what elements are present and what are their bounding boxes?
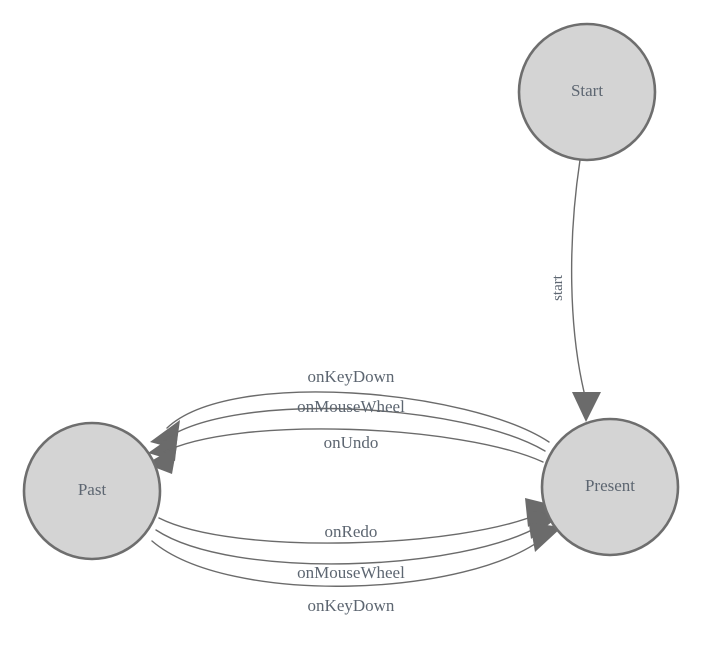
edge-path-past-to-present-onredo xyxy=(158,512,542,544)
arrowhead-start-to-present xyxy=(572,392,601,422)
node-past[interactable]: Past xyxy=(22,421,162,561)
edge-label-past-to-present-onkeydown: onKeyDown xyxy=(308,596,395,615)
edge-path-present-to-past-onundo xyxy=(161,428,544,463)
edge-label-present-to-past-onundo: onUndo xyxy=(324,433,379,452)
edge-path-present-to-past-onmousewheel xyxy=(163,407,546,452)
node-past-label: Past xyxy=(78,480,107,499)
edge-label-past-to-present-onmousewheel: onMouseWheel xyxy=(297,563,405,582)
edge-label-past-to-present-onredo: onRedo xyxy=(325,522,378,541)
edge-start-to-present[interactable] xyxy=(570,159,601,422)
arrowhead-past-to-present-onkeydown xyxy=(530,523,562,552)
edge-label-present-to-past-onmousewheel: onMouseWheel xyxy=(297,397,405,416)
node-start[interactable]: Start xyxy=(517,22,657,162)
node-present-circle xyxy=(540,417,680,557)
edge-past-to-present-onkeydown[interactable] xyxy=(151,523,562,587)
edge-label-group: start onKeyDown onMouseWheel onUndo onRe… xyxy=(297,274,566,615)
node-group: Start Past Present xyxy=(22,22,680,561)
edge-path-present-to-past-onkeydown xyxy=(166,391,550,443)
node-present[interactable]: Present xyxy=(540,417,680,557)
edge-present-to-past-onundo[interactable] xyxy=(146,428,544,474)
node-start-circle xyxy=(517,22,657,162)
edge-path-past-to-present-onkeydown xyxy=(151,535,547,587)
edge-path-start-to-present xyxy=(570,159,587,401)
edge-path-past-to-present-onmousewheel xyxy=(155,523,544,565)
node-past-circle xyxy=(22,421,162,561)
arrowhead-present-to-past-onundo xyxy=(146,446,177,474)
node-start-label: Start xyxy=(571,81,603,100)
edge-label-present-to-past-onkeydown: onKeyDown xyxy=(308,367,395,386)
node-present-label: Present xyxy=(585,476,635,495)
edge-label-start: start xyxy=(550,274,566,301)
